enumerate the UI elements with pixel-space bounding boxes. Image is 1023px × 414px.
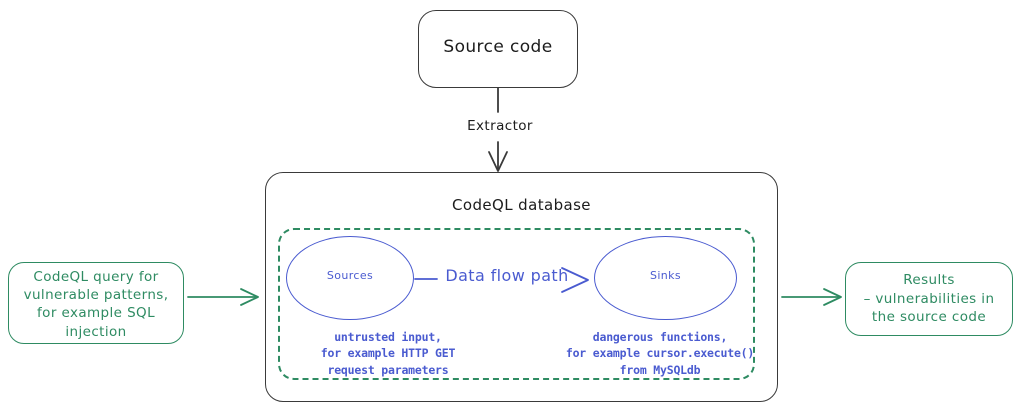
- node-codeql-query-label: CodeQL query for vulnerable patterns, fo…: [23, 269, 169, 340]
- node-results-label: Results – vulnerabilities in the source …: [863, 272, 995, 326]
- edge-query-to-database: [187, 288, 259, 306]
- node-sources-caption: untrusted input, for example HTTP GET re…: [320, 330, 456, 377]
- node-source-code[interactable]: [418, 10, 578, 88]
- node-codeql-query[interactable]: [8, 262, 184, 344]
- arrowhead-right-icon: [823, 288, 842, 306]
- node-sinks-caption: dangerous functions, for example cursor.…: [565, 330, 755, 377]
- node-codeql-database-label: CodeQL database: [452, 196, 591, 214]
- node-sources-label: Sources: [326, 269, 374, 282]
- node-sinks-label: Sinks: [649, 269, 682, 282]
- arrowhead-down-icon: [488, 151, 508, 172]
- arrowhead-right-icon: [240, 288, 259, 306]
- node-source-code-label: Source code: [443, 37, 553, 57]
- edge-data-flow-path-label: Data flow path: [445, 266, 569, 285]
- node-results[interactable]: [845, 262, 1013, 336]
- node-sinks[interactable]: [594, 236, 737, 320]
- node-dataflow-region: [278, 228, 755, 380]
- edge-database-to-results: [781, 288, 842, 306]
- node-sources[interactable]: [286, 236, 414, 320]
- edge-extractor-label: Extractor: [467, 118, 533, 134]
